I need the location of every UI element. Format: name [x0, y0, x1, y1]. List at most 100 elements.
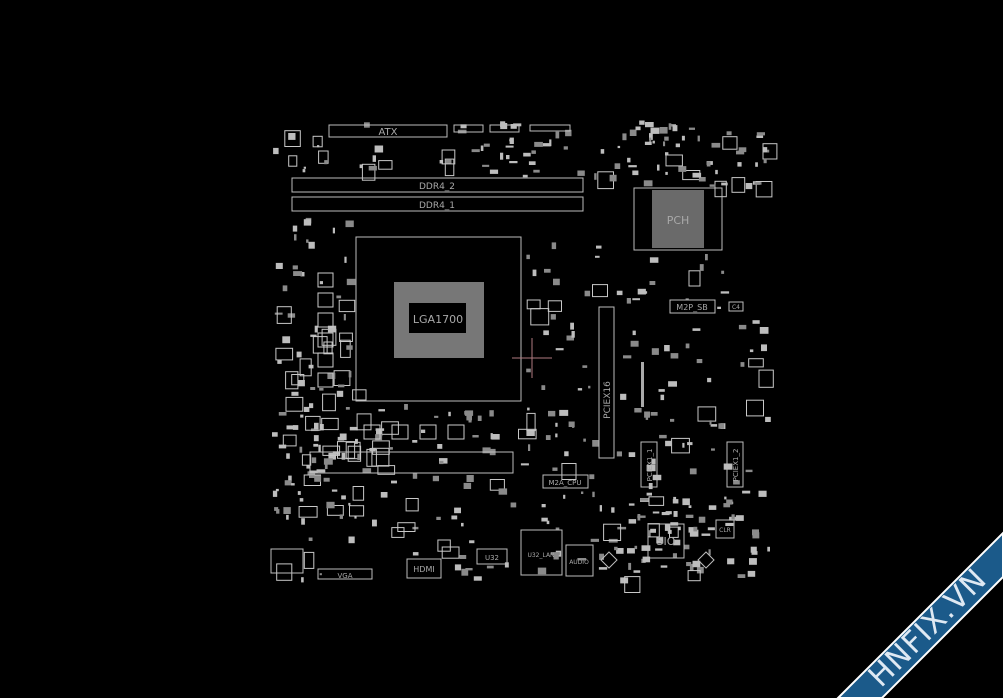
component: [372, 155, 376, 162]
component: [288, 155, 298, 167]
component: [718, 423, 725, 429]
component: [278, 444, 287, 449]
component: [559, 409, 569, 416]
component: [528, 444, 531, 451]
component: [632, 170, 639, 176]
component: [468, 417, 472, 423]
choke: [363, 424, 381, 440]
component: [346, 345, 353, 350]
component: [282, 336, 291, 344]
component: [735, 515, 744, 521]
component: [463, 482, 472, 489]
component: [747, 570, 756, 577]
component: [546, 520, 550, 525]
component: [673, 539, 681, 546]
component: [660, 565, 668, 568]
component: [566, 335, 574, 341]
vrm-outline: [309, 451, 514, 474]
component: [722, 136, 738, 150]
component: [319, 573, 322, 576]
component: [689, 563, 694, 571]
component: [758, 369, 774, 388]
component: [288, 133, 296, 140]
component: [461, 568, 469, 576]
component: [657, 164, 660, 171]
usb-connector[interactable]: [476, 548, 508, 565]
component: [480, 145, 484, 151]
component: [339, 514, 343, 519]
component: [298, 506, 318, 518]
component: [327, 372, 336, 379]
audio-connector[interactable]: [565, 544, 594, 577]
component: [669, 526, 679, 538]
component: [308, 537, 313, 541]
component: [482, 164, 490, 167]
choke: [317, 292, 334, 308]
component: [510, 502, 517, 508]
component: [397, 522, 416, 533]
hdmi-connector[interactable]: [406, 558, 442, 579]
component: [313, 435, 319, 442]
component: [765, 416, 771, 422]
dimm-slot-ddr4-2[interactable]: [291, 177, 584, 193]
sio-chip[interactable]: [647, 523, 685, 559]
io-connector[interactable]: [270, 548, 304, 574]
header[interactable]: [453, 124, 484, 133]
component: [460, 124, 467, 129]
pcie-x1-slot-1[interactable]: [640, 441, 658, 488]
watermark-band: [836, 531, 1003, 698]
header[interactable]: [489, 124, 520, 133]
m2p-sb-slot[interactable]: [669, 299, 716, 314]
component: [639, 120, 645, 125]
component: [451, 515, 458, 520]
vga-connector[interactable]: [317, 568, 373, 580]
component: [327, 325, 337, 333]
dimm-slot-ddr4-1[interactable]: [291, 196, 584, 212]
component: [551, 242, 557, 250]
pcie-x1-slot-2[interactable]: [726, 441, 744, 488]
component: [646, 492, 652, 496]
component: [545, 435, 551, 440]
component: [412, 472, 418, 479]
pcie-x16-slot[interactable]: [598, 306, 615, 459]
component: [486, 565, 494, 569]
component: [275, 488, 279, 492]
m2a-cpu-slot[interactable]: [542, 474, 589, 489]
component: [469, 540, 475, 544]
component: [522, 174, 528, 178]
component: [274, 507, 279, 511]
component: [720, 291, 730, 294]
component: [284, 130, 301, 147]
component: [642, 291, 648, 294]
pch-outline[interactable]: [633, 187, 723, 251]
component: [650, 528, 656, 533]
component: [688, 505, 692, 508]
c4-component[interactable]: [728, 301, 744, 312]
component: [526, 412, 536, 432]
component: [434, 415, 439, 418]
component: [275, 347, 294, 361]
component: [303, 551, 315, 569]
component: [291, 391, 299, 396]
component: [711, 448, 715, 451]
component: [563, 494, 566, 499]
header[interactable]: [529, 124, 571, 132]
component: [698, 516, 706, 523]
component: [688, 270, 701, 287]
component: [300, 272, 305, 277]
atx-connector[interactable]: [328, 124, 448, 138]
component: [346, 278, 356, 286]
component: [664, 136, 669, 141]
component: [324, 463, 328, 469]
component: [648, 483, 653, 490]
usb-lan-connector[interactable]: [520, 529, 563, 576]
component: [693, 526, 698, 532]
component: [314, 325, 318, 333]
component: [378, 409, 385, 412]
ddr4-2-label: DDR4_2: [419, 182, 455, 192]
clr-component[interactable]: [715, 519, 735, 539]
component: [673, 511, 678, 517]
component: [412, 440, 418, 443]
cpu-socket[interactable]: [355, 236, 522, 402]
